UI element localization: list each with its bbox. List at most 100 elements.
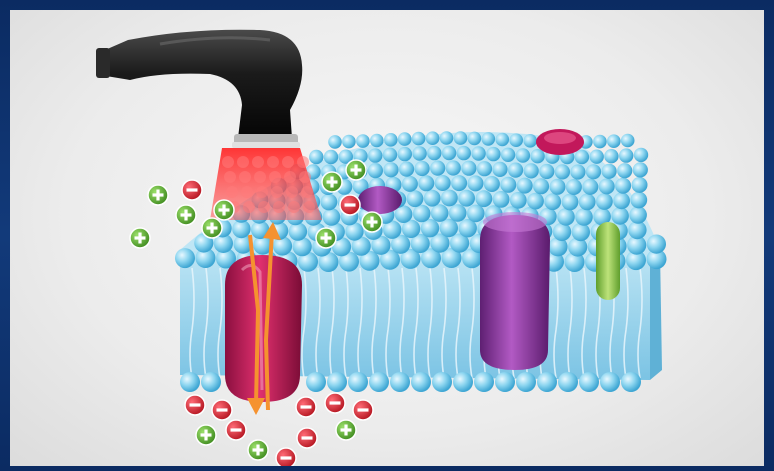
- beam-dot: [254, 171, 266, 183]
- lipid-head: [516, 148, 530, 162]
- lipid-head: [537, 372, 557, 392]
- lipid-head: [458, 190, 475, 207]
- beam-dot: [271, 186, 283, 198]
- lipid-head: [384, 133, 398, 147]
- lipid-head: [413, 205, 431, 223]
- lipid-head: [553, 223, 571, 241]
- lipid-head: [593, 135, 607, 149]
- lipid-head: [440, 131, 454, 145]
- beam-dot: [267, 156, 279, 168]
- beam-dot: [222, 156, 234, 168]
- lipid-head: [309, 150, 323, 164]
- lipid-head: [632, 177, 648, 193]
- minus-circle-icon: [212, 400, 232, 420]
- lipid-head: [596, 193, 613, 210]
- lipid-head: [570, 164, 585, 179]
- lipid-head: [383, 162, 398, 177]
- lipid-head: [321, 194, 338, 211]
- minus-circle-icon: [353, 400, 373, 420]
- lipid-head: [411, 372, 431, 392]
- lipid-head: [383, 148, 397, 162]
- lipid-head: [544, 193, 561, 210]
- beam-dot: [237, 156, 249, 168]
- lipid-head: [348, 372, 368, 392]
- surface-protein-purple: [358, 186, 402, 214]
- lipid-head: [430, 161, 445, 176]
- lipid-head: [510, 192, 527, 209]
- plus-circle-icon: [346, 160, 366, 180]
- minus-circle-icon: [340, 195, 360, 215]
- beam-dot: [226, 186, 238, 198]
- lipid-head: [572, 223, 590, 241]
- lipid-head: [562, 194, 579, 211]
- lipid-head: [327, 372, 347, 392]
- surface-protein-green: [596, 222, 620, 300]
- lipid-head: [557, 208, 575, 226]
- lipid-head: [180, 372, 200, 392]
- lipid-head: [289, 222, 307, 240]
- lipid-head: [493, 191, 510, 208]
- lipid-head: [550, 179, 566, 195]
- beam-dot: [288, 201, 300, 213]
- lipid-head: [461, 161, 476, 176]
- lipid-head: [412, 146, 426, 160]
- lipid-head: [402, 176, 418, 192]
- lipid-head: [431, 204, 449, 222]
- beam-dot: [252, 156, 264, 168]
- lipid-head: [407, 190, 424, 207]
- lipid-head: [579, 372, 599, 392]
- beam-dot: [239, 171, 251, 183]
- lipid-head: [611, 207, 629, 225]
- lipid-head: [453, 372, 473, 392]
- lipid-head: [586, 164, 601, 179]
- minus-circle-icon: [296, 397, 316, 417]
- lipid-head: [482, 132, 496, 146]
- lipid-head: [508, 163, 523, 178]
- surface-protein-pink: [536, 129, 584, 155]
- lipid-head: [306, 372, 326, 392]
- lipid-head: [495, 372, 515, 392]
- beam-dot: [241, 186, 253, 198]
- lipid-head: [424, 190, 441, 207]
- beam-dot: [258, 201, 270, 213]
- beam-dot: [243, 201, 255, 213]
- lipid-head: [524, 163, 539, 178]
- lipid-head: [530, 149, 544, 163]
- lipid-head: [201, 372, 221, 392]
- lipid-head: [441, 190, 458, 207]
- lipid-head: [368, 163, 383, 178]
- plus-circle-icon: [130, 228, 150, 248]
- lipid-head: [457, 146, 471, 160]
- minus-circle-icon: [185, 395, 205, 415]
- beam-dot: [301, 186, 313, 198]
- lipid-head: [468, 175, 484, 191]
- beam-dot: [269, 171, 281, 183]
- lipid-head: [617, 163, 632, 178]
- lipid-head: [418, 175, 434, 191]
- lipid-head: [398, 147, 412, 161]
- beam-dot: [284, 171, 296, 183]
- lipid-head: [582, 179, 598, 195]
- lipid-head: [599, 178, 615, 194]
- illustration-panel: [10, 10, 764, 466]
- lipid-head: [501, 148, 515, 162]
- lipid-head: [370, 134, 384, 148]
- lipid-head: [471, 146, 485, 160]
- laser-handpiece-icon: [96, 30, 302, 148]
- beam-dot: [273, 201, 285, 213]
- lipid-head: [579, 194, 596, 211]
- minus-circle-icon: [226, 420, 246, 440]
- minus-circle-icon: [297, 428, 317, 448]
- lipid-head: [527, 193, 544, 210]
- lipid-head: [399, 162, 414, 177]
- beam-dot: [282, 156, 294, 168]
- lipid-head: [539, 164, 554, 179]
- ion-channel-protein: [225, 255, 302, 402]
- beam-dot: [256, 186, 268, 198]
- lipid-head: [523, 134, 537, 148]
- lipid-head: [449, 204, 467, 222]
- minus-circle-icon: [182, 180, 202, 200]
- plus-circle-icon: [248, 440, 268, 460]
- minus-circle-icon: [325, 393, 345, 413]
